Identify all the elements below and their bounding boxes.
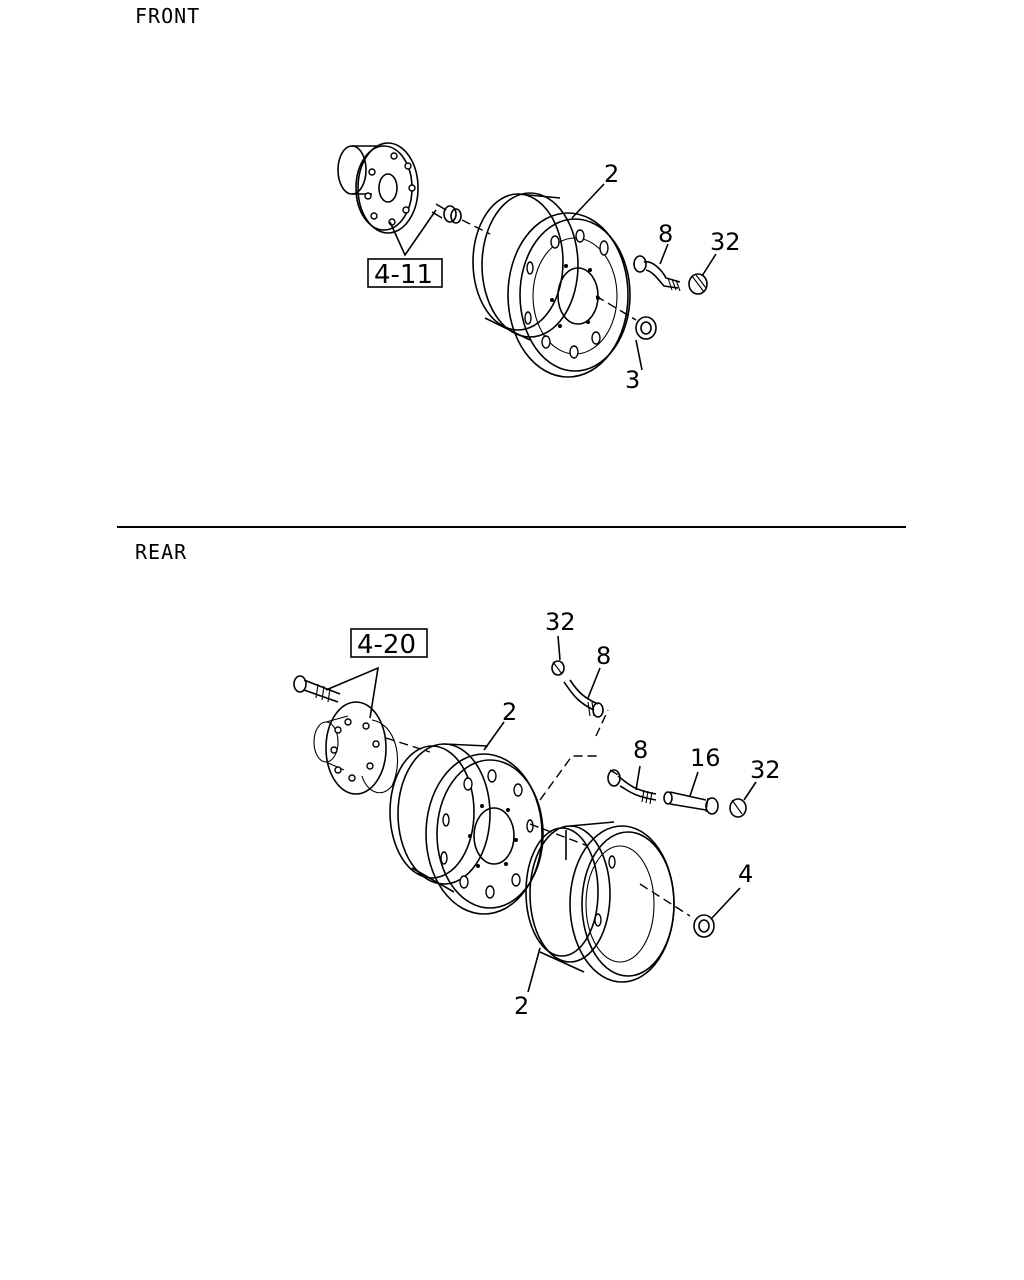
callout-front-valve-cap: 32	[710, 228, 741, 256]
front-valve-cap	[688, 273, 708, 295]
rear-valve-extension-mid	[607, 769, 657, 805]
rear-inner-wheel	[525, 821, 675, 983]
front-wheel-nut	[595, 295, 657, 340]
callout-rear-nut: 4	[738, 860, 753, 888]
rear-wheel-nut	[639, 883, 715, 938]
rear-valve-extension-16	[663, 791, 719, 815]
front-ref-leader	[389, 209, 437, 257]
front-section-title: FRONT	[135, 4, 201, 28]
callout-front-nut: 3	[625, 366, 640, 394]
front-valve-extension	[633, 255, 681, 292]
rear-section-title: REAR	[135, 540, 188, 564]
front-ref-box-label: 4-11	[374, 260, 433, 290]
callout-rear-valve-extension-top: 8	[596, 642, 611, 670]
rear-valve-cap-top	[551, 660, 565, 676]
callout-rear-valve-extension-16: 16	[690, 744, 721, 772]
callout-rear-inner-wheel: 2	[514, 992, 529, 1020]
callout-rear-valve-extension-mid: 8	[633, 736, 648, 764]
rear-ref-box-label: 4-20	[357, 630, 416, 660]
rear-hub-bolt	[293, 675, 341, 703]
callout-front-valve-extension: 8	[658, 220, 673, 248]
callout-front-wheel: 2	[604, 160, 619, 188]
callout-rear-valve-cap-top: 32	[545, 608, 576, 636]
callout-rear-outer-wheel: 2	[502, 698, 517, 726]
front-wheel	[472, 192, 631, 378]
rear-valve-cap-right	[729, 798, 747, 818]
front-hub-bolt	[431, 203, 491, 235]
callout-rear-valve-cap-right: 32	[750, 756, 781, 784]
rear-outer-wheel	[389, 743, 544, 915]
rear-hub-assembly	[313, 701, 431, 795]
rear-valve-extension-top	[563, 679, 604, 718]
front-hub-assembly	[337, 142, 419, 234]
section-divider	[117, 526, 906, 528]
